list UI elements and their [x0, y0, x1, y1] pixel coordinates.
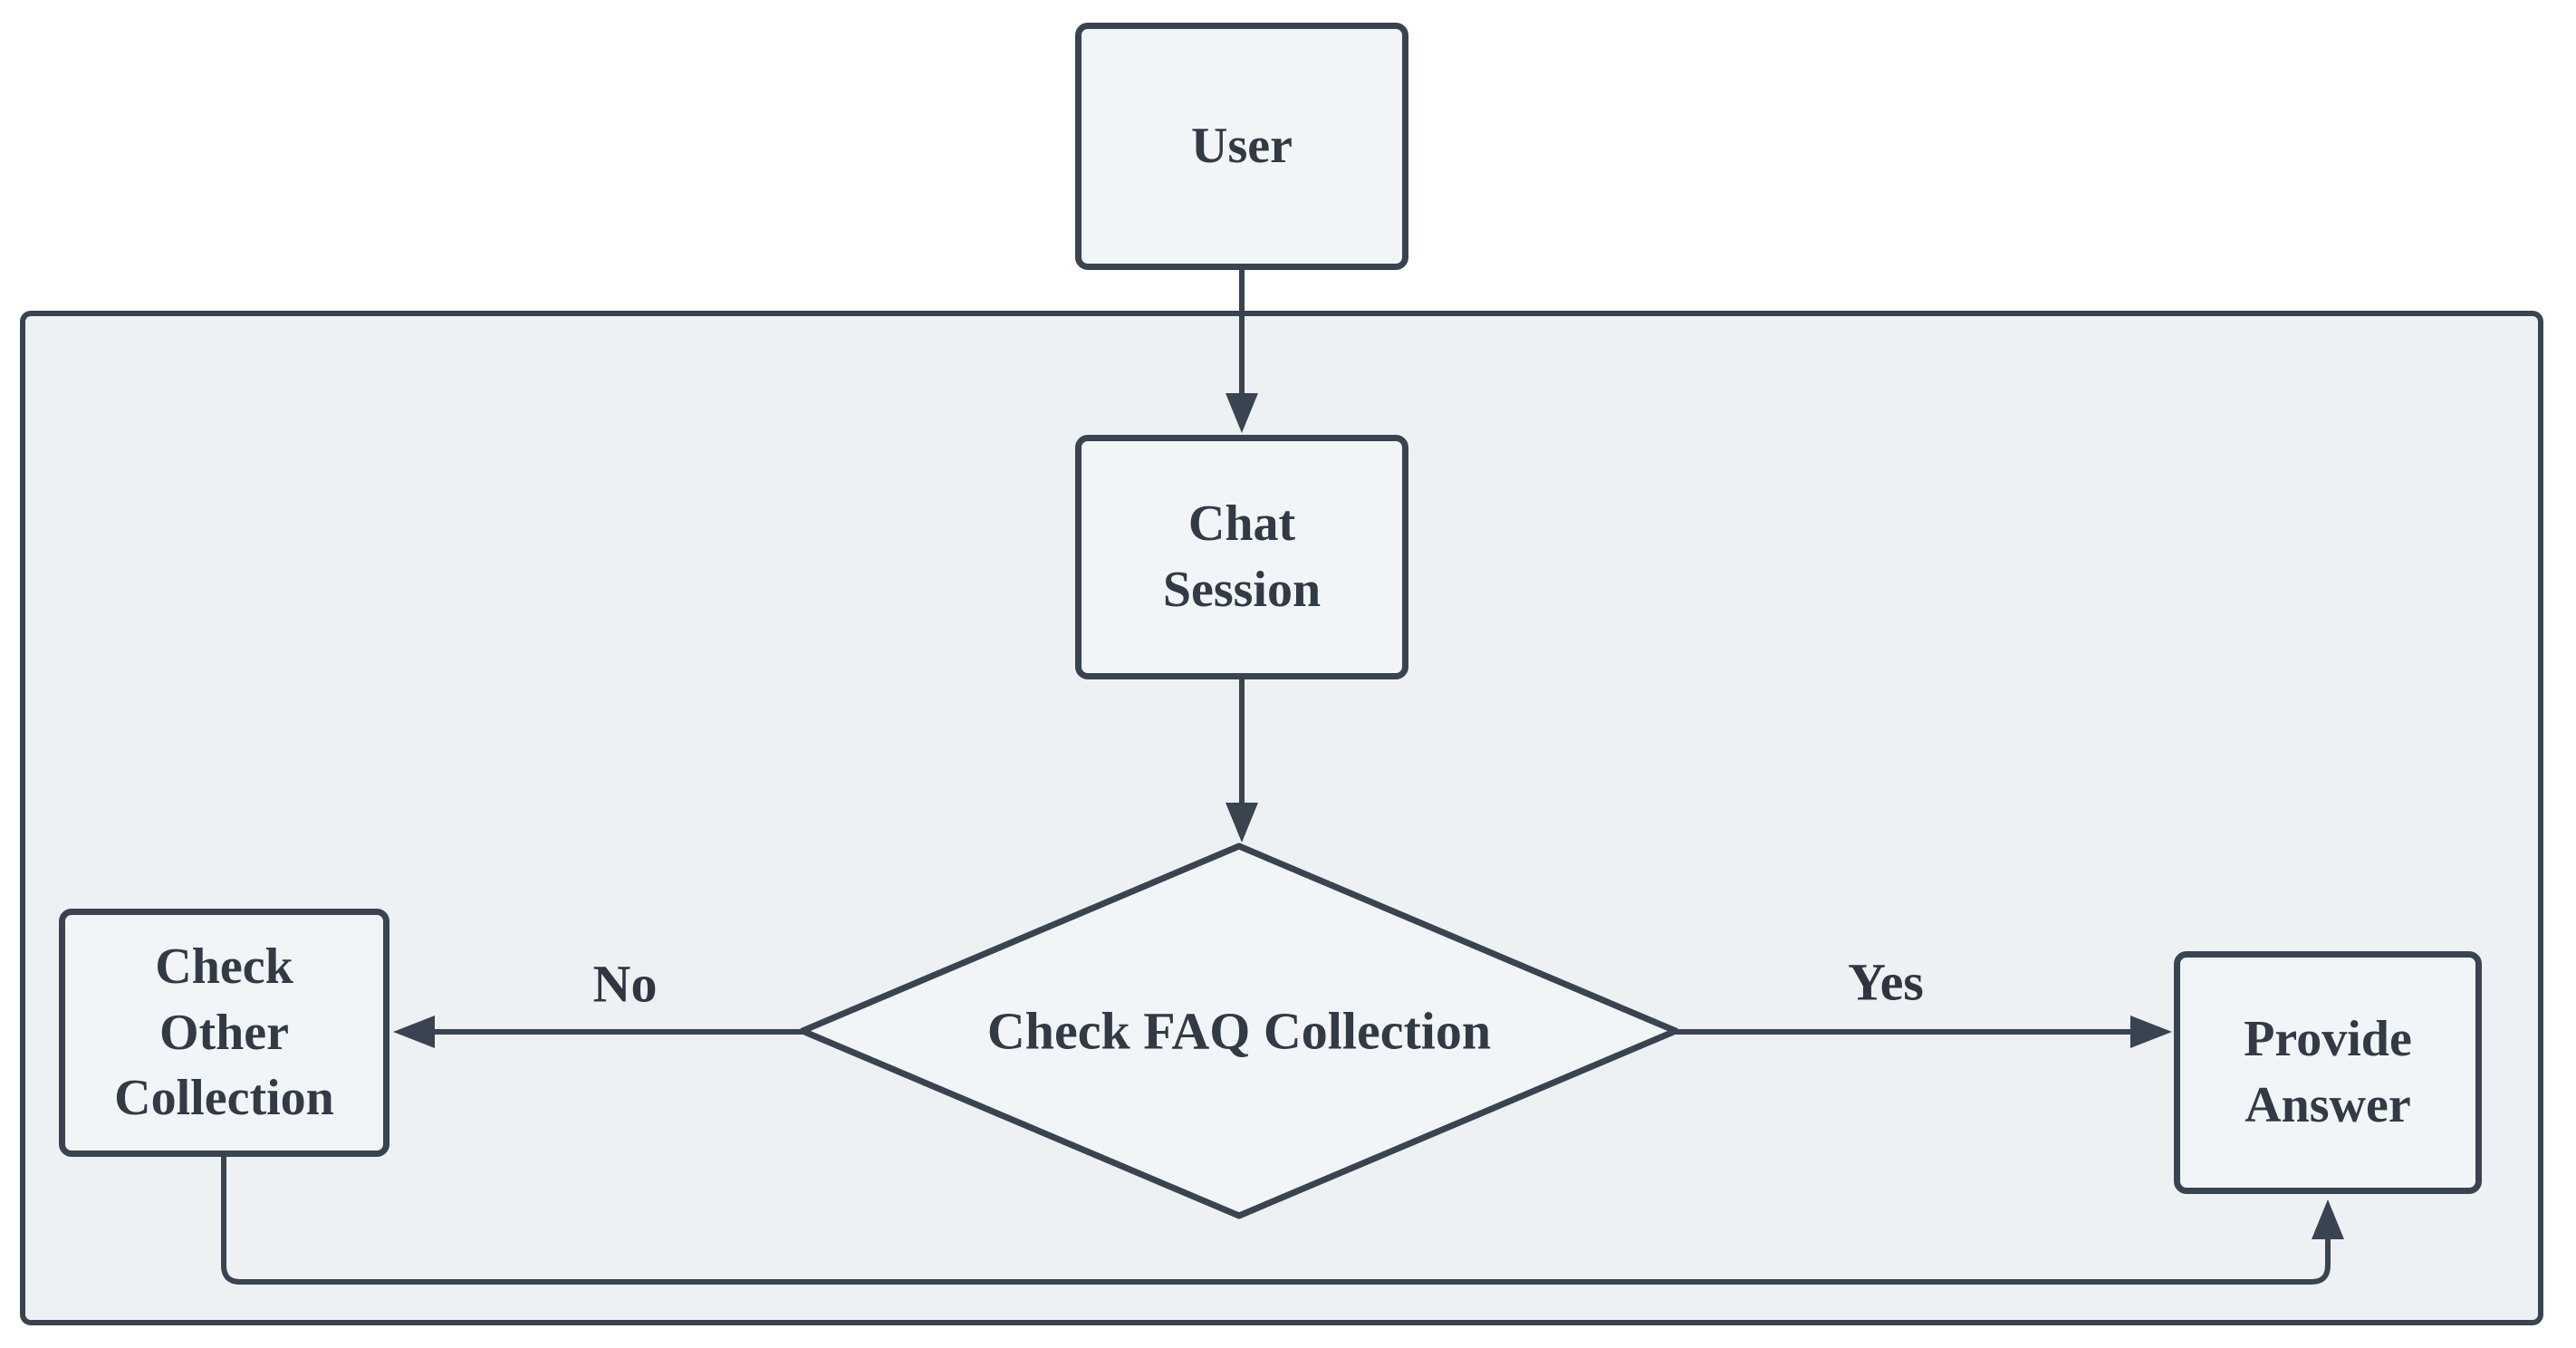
edge-check-other-to-provide-answer — [221, 1157, 2344, 1285]
decision-diamond-shape — [799, 842, 1679, 1219]
edge-check-faq-to-check-other — [393, 1016, 803, 1048]
arrowhead-up-icon — [2312, 1199, 2344, 1239]
node-chat-session: Chat Session — [1075, 435, 1408, 679]
node-provide-answer-label: Provide Answer — [2244, 1011, 2412, 1133]
node-chat-session-label: Chat Session — [1162, 496, 1322, 618]
decision-check-faq-label: Check FAQ Collection — [986, 1001, 1492, 1061]
edge-user-to-chat-session — [1226, 270, 1258, 433]
edge-chat-session-to-check-faq — [1226, 679, 1258, 842]
arrowhead-down-icon — [1226, 803, 1258, 842]
arrowhead-down-icon — [1226, 393, 1258, 433]
node-check-other-collection: Check Other Collection — [59, 909, 389, 1157]
node-user: User — [1075, 23, 1408, 270]
edge-label-no: No — [592, 954, 658, 1014]
edge-label-yes: Yes — [1848, 952, 1924, 1012]
edge-check-faq-to-provide-answer — [1676, 1016, 2172, 1048]
arrowhead-left-icon — [393, 1016, 435, 1048]
node-check-other-collection-label: Check Other Collection — [114, 938, 334, 1127]
node-user-label: User — [1191, 118, 1293, 175]
node-provide-answer: Provide Answer — [2174, 951, 2482, 1194]
arrowhead-right-icon — [2130, 1016, 2172, 1048]
